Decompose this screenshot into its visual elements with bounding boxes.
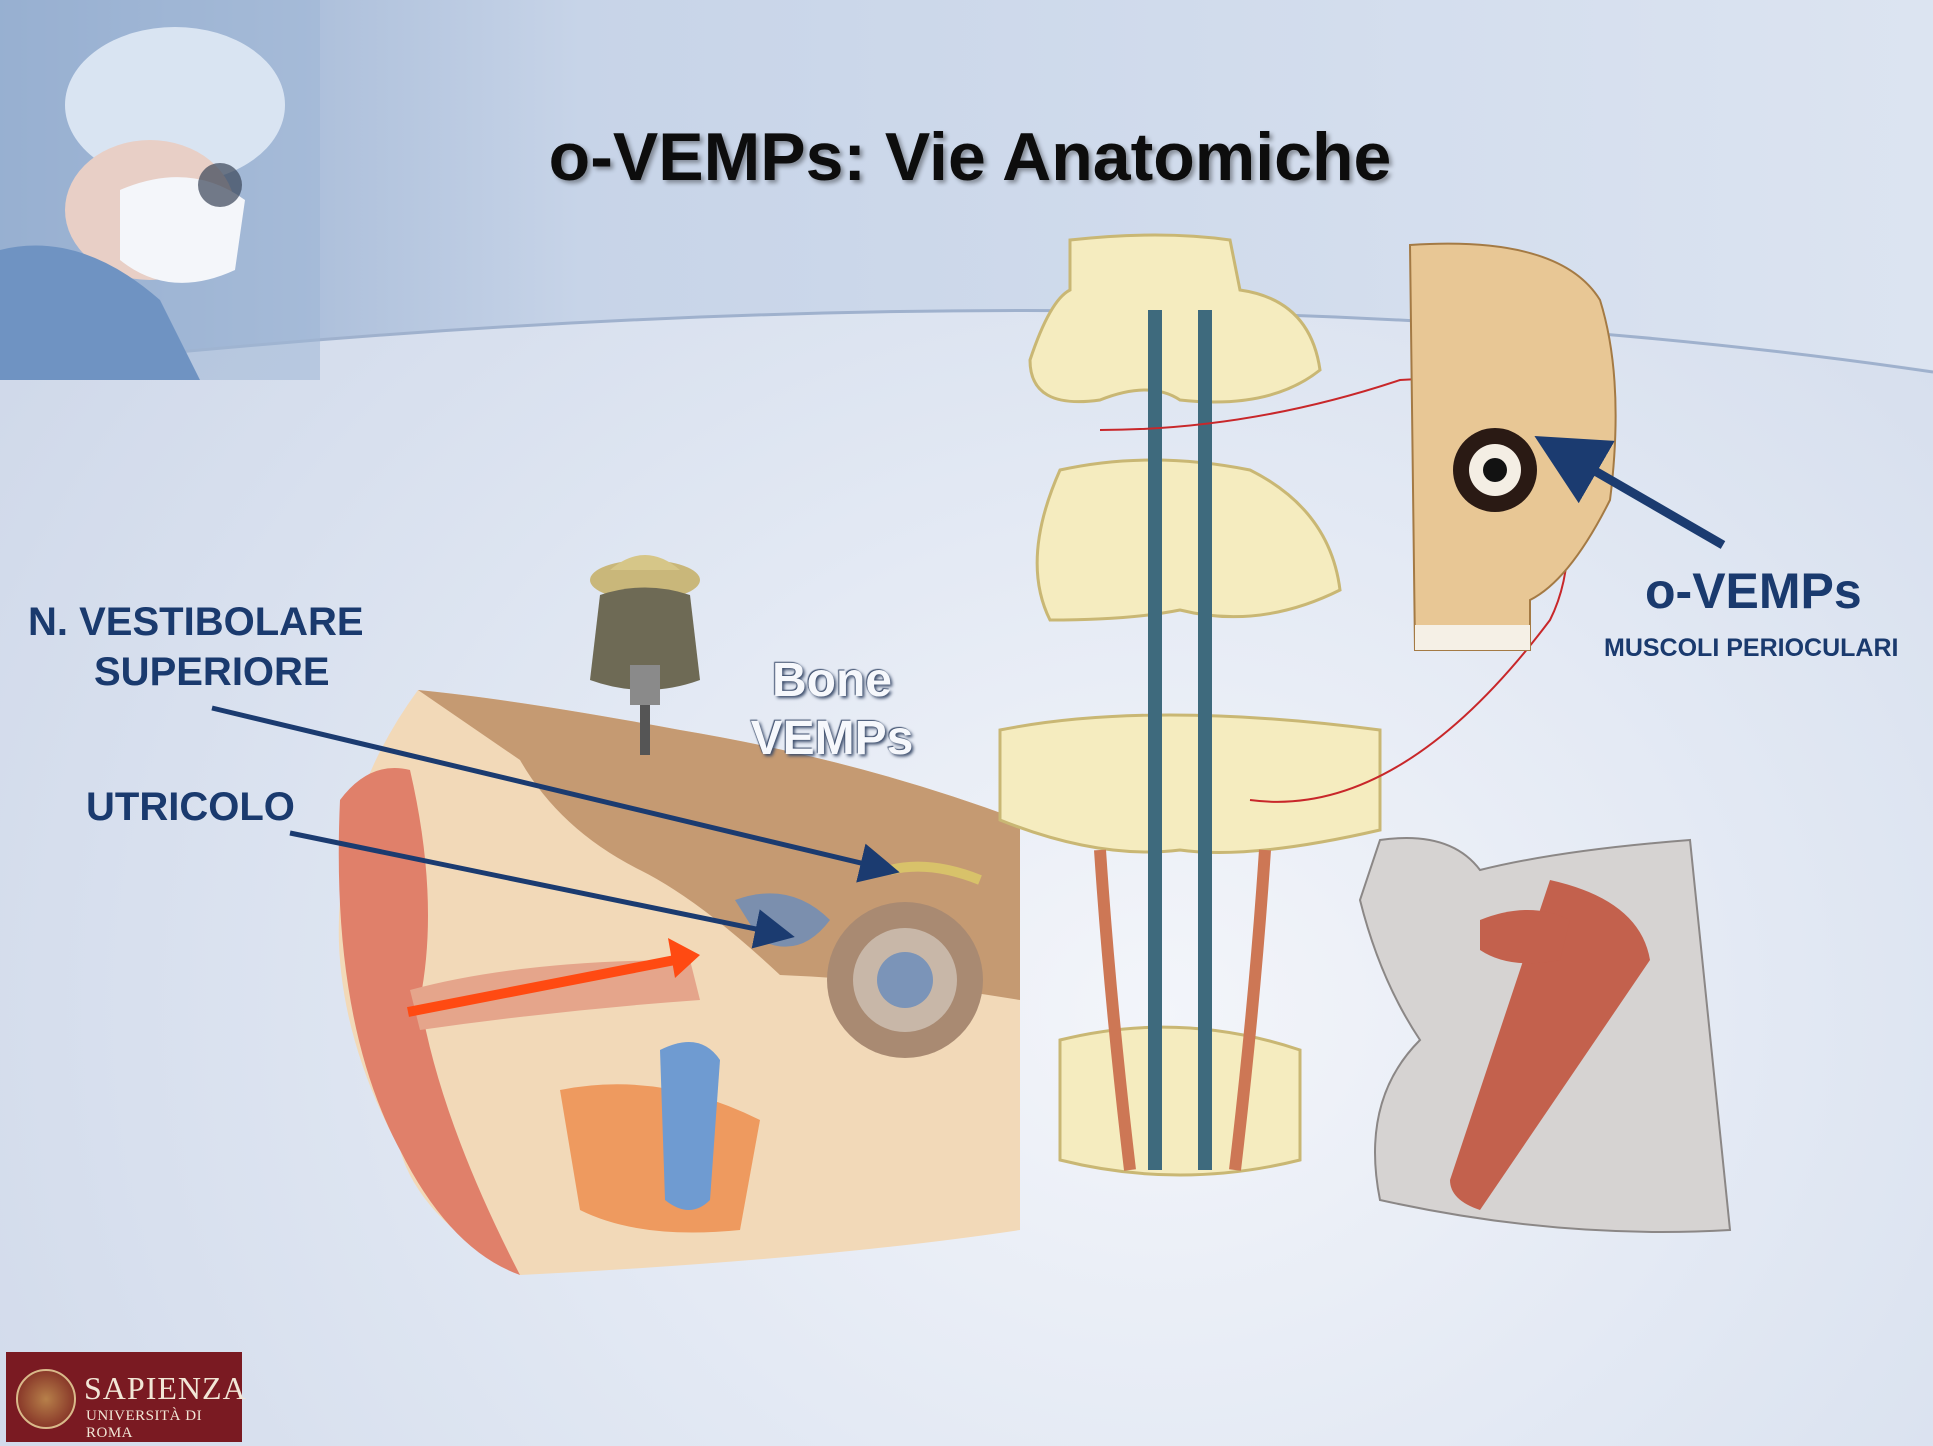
bone-line2: VEMPs bbox=[712, 710, 952, 768]
label-n-vestibolare: N. VESTIBOLARE bbox=[28, 600, 364, 645]
bone-line1: Bone bbox=[712, 652, 952, 710]
ear-cross-section bbox=[339, 690, 1020, 1275]
label-muscoli-perioculari: MUSCOLI PERIOCULARI bbox=[1604, 634, 1898, 663]
logo-name: SAPIENZA bbox=[84, 1370, 247, 1407]
label-utricolo: UTRICOLO bbox=[86, 785, 295, 830]
label-superiore: SUPERIORE bbox=[94, 650, 330, 695]
skull-illustration bbox=[1410, 244, 1616, 650]
logo-subtitle: UNIVERSITÀ DI ROMA bbox=[86, 1408, 242, 1442]
label-bone-vemps: Bone VEMPs bbox=[712, 652, 952, 768]
label-ovemps: o-VEMPs bbox=[1645, 562, 1862, 620]
neck-muscle-illustration bbox=[1360, 838, 1730, 1232]
university-seal-icon bbox=[16, 1369, 76, 1429]
sapienza-logo: SAPIENZA UNIVERSITÀ DI ROMA bbox=[6, 1352, 242, 1442]
